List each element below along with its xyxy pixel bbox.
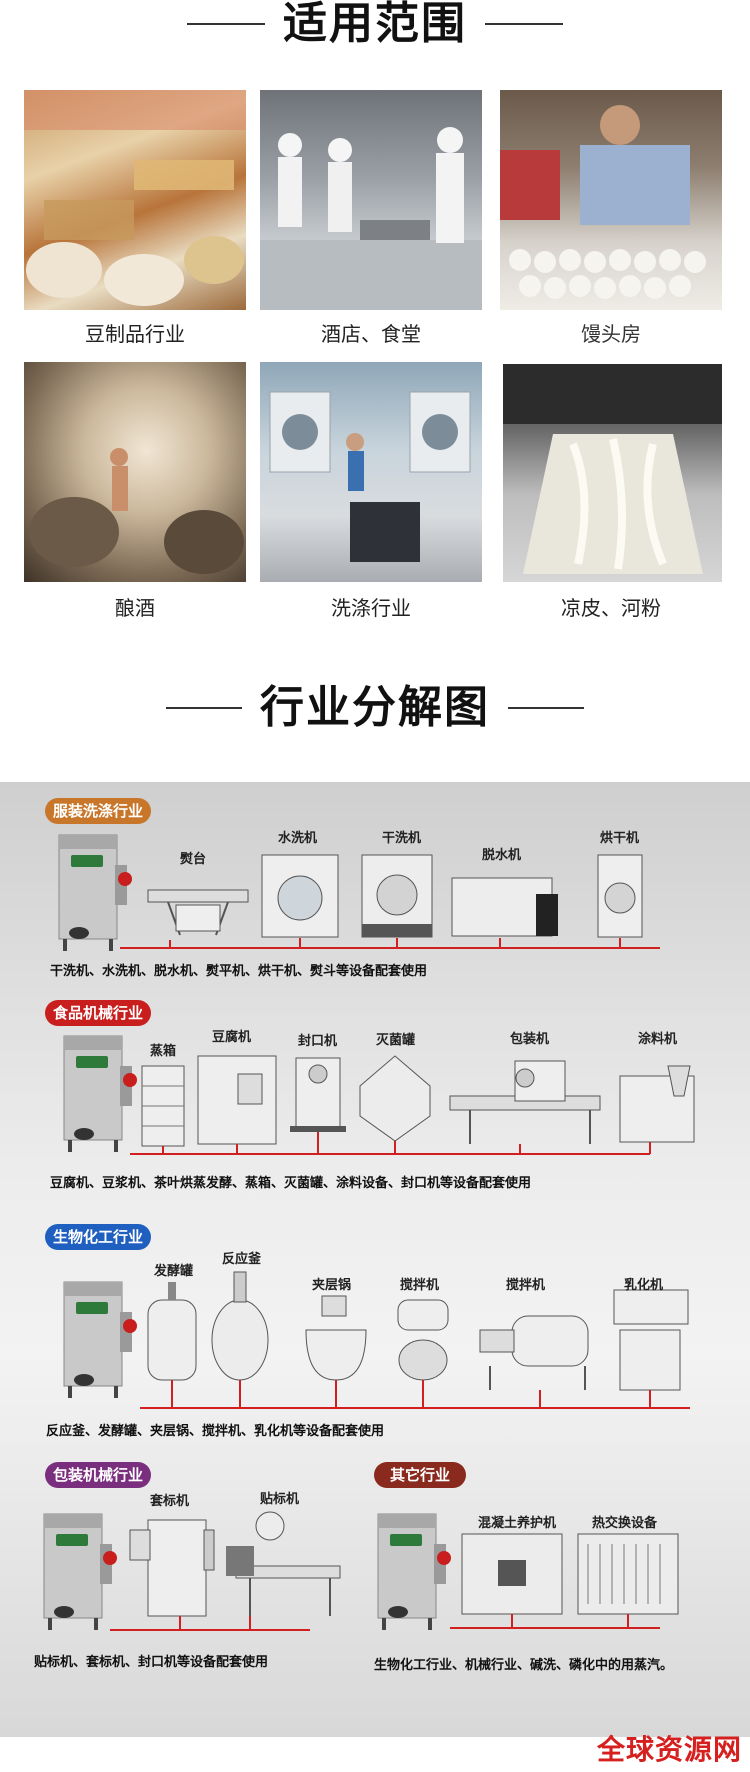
label-ironing-table: 熨台 bbox=[180, 852, 207, 867]
title2-left-rule bbox=[166, 707, 242, 709]
label-concrete-curing: 混凝土养护机 bbox=[478, 1516, 557, 1531]
sleeve-labeler bbox=[129, 1519, 215, 1617]
tag-food-machinery: 食品机械行业 bbox=[45, 1000, 152, 1026]
biochem-machines bbox=[63, 1271, 690, 1409]
scope-title-row: 适用范围 bbox=[0, 2, 750, 46]
heat-exchanger bbox=[577, 1533, 679, 1615]
label-sleeve-labeler: 套标机 bbox=[150, 1494, 190, 1509]
photo-laundry-art bbox=[269, 391, 471, 562]
note-biochem: 反应釜、发酵罐、夹层锅、搅拌机、乳化机等设备配套使用 bbox=[46, 1424, 385, 1439]
breakdown-title: 行业分解图 bbox=[260, 682, 490, 733]
sterilizer bbox=[359, 1055, 431, 1142]
label-fermentation-tank: 发酵罐 bbox=[154, 1264, 194, 1279]
note-packaging: 贴标机、套标机、封口机等设备配套使用 bbox=[34, 1655, 269, 1670]
label-tofu-machine: 豆腐机 bbox=[212, 1030, 252, 1045]
scope-title: 适用范围 bbox=[283, 0, 467, 49]
photo-rice-noodle bbox=[503, 364, 722, 582]
mixer-2 bbox=[479, 1315, 589, 1390]
label-steam-cabinet: 蒸箱 bbox=[150, 1044, 177, 1059]
watermark-logo: 全球资源网 bbox=[596, 1733, 742, 1766]
label-mixer-2: 搅拌机 bbox=[506, 1278, 546, 1293]
washer bbox=[261, 854, 339, 938]
jacketed-kettle bbox=[305, 1295, 367, 1381]
boiler-1 bbox=[58, 834, 133, 952]
photo-laundry bbox=[260, 362, 482, 582]
note-laundry: 干洗机、水洗机、脱水机、熨平机、烘干机、熨斗等设备配套使用 bbox=[50, 964, 428, 979]
fermentation-tank bbox=[147, 1282, 197, 1381]
photo-hotel-kitchen-art bbox=[260, 127, 482, 310]
title-right-rule bbox=[485, 23, 563, 25]
boiler-2 bbox=[63, 1035, 138, 1153]
dry-cleaner bbox=[361, 854, 433, 938]
sealing-machine bbox=[290, 1057, 346, 1132]
emulsifier bbox=[613, 1289, 689, 1391]
photo-steamed-bun-art bbox=[500, 105, 706, 299]
caption-laundry: 洗涤行业 bbox=[331, 596, 411, 620]
boiler-3 bbox=[63, 1281, 138, 1399]
food-machines bbox=[63, 1035, 695, 1155]
coating-machine bbox=[619, 1065, 695, 1143]
ironing-table bbox=[147, 889, 249, 936]
label-mixer-1: 搅拌机 bbox=[400, 1278, 440, 1293]
spin-dryer bbox=[451, 877, 558, 937]
title-left-rule bbox=[187, 23, 265, 25]
concrete-curing-machine bbox=[461, 1533, 563, 1615]
photo-steamed-bun bbox=[500, 90, 722, 310]
tag-other: 其它行业 bbox=[374, 1462, 467, 1488]
label-emulsifier: 乳化机 bbox=[624, 1278, 664, 1293]
photo-rice-noodle-art bbox=[503, 364, 722, 574]
label-dry-cleaner: 干洗机 bbox=[382, 831, 422, 846]
steam-cabinet bbox=[141, 1065, 185, 1147]
label-sealing-machine: 封口机 bbox=[298, 1034, 338, 1049]
packaging-machines bbox=[43, 1511, 341, 1631]
photo-tofu-products-art bbox=[24, 90, 246, 306]
label-sterilizer: 灭菌罐 bbox=[376, 1033, 416, 1048]
photo-brewing bbox=[24, 362, 246, 582]
tag-biochem: 生物化工行业 bbox=[45, 1224, 152, 1250]
boiler-5 bbox=[377, 1513, 452, 1631]
caption-noodle: 凉皮、河粉 bbox=[561, 596, 661, 620]
labeler bbox=[226, 1511, 341, 1616]
tumble-dryer bbox=[597, 854, 643, 938]
label-coating-machine: 涂料机 bbox=[638, 1032, 678, 1047]
caption-hotel: 酒店、食堂 bbox=[321, 322, 421, 346]
label-jacketed-kettle: 夹层锅 bbox=[312, 1278, 352, 1293]
caption-bun: 馒头房 bbox=[581, 322, 641, 346]
laundry-machines bbox=[58, 834, 660, 952]
tofu-machine bbox=[197, 1055, 277, 1145]
label-washer: 水洗机 bbox=[278, 831, 318, 846]
mixer-1 bbox=[397, 1299, 449, 1381]
tag-packaging: 包装机械行业 bbox=[45, 1462, 152, 1488]
caption-brewing: 酿酒 bbox=[115, 596, 155, 620]
label-labeler: 贴标机 bbox=[260, 1492, 300, 1507]
packaging-machine bbox=[449, 1060, 601, 1144]
boiler-4 bbox=[43, 1513, 118, 1631]
note-other: 生物化工行业、机械行业、碱洗、磷化中的用蒸汽。 bbox=[374, 1658, 674, 1673]
title2-right-rule bbox=[508, 707, 584, 709]
caption-tofu: 豆制品行业 bbox=[85, 322, 185, 346]
photo-tofu-products bbox=[24, 90, 246, 310]
photo-hotel-kitchen bbox=[260, 90, 482, 310]
photo-brewing-art bbox=[29, 448, 244, 574]
tag-garment-laundry: 服装洗涤行业 bbox=[45, 798, 152, 824]
label-packaging-machine: 包装机 bbox=[510, 1032, 550, 1047]
label-spin-dryer: 脱水机 bbox=[482, 848, 522, 863]
reactor bbox=[211, 1271, 269, 1381]
breakdown-title-row: 行业分解图 bbox=[0, 686, 750, 730]
label-tumble-dryer: 烘干机 bbox=[600, 831, 640, 846]
label-heat-exchanger: 热交换设备 bbox=[592, 1516, 658, 1531]
label-reactor: 反应釜 bbox=[222, 1252, 262, 1267]
note-food: 豆腐机、豆浆机、茶叶烘蒸发酵、蒸箱、灭菌罐、涂料设备、封口机等设备配套使用 bbox=[50, 1176, 532, 1191]
other-machines bbox=[377, 1513, 679, 1631]
